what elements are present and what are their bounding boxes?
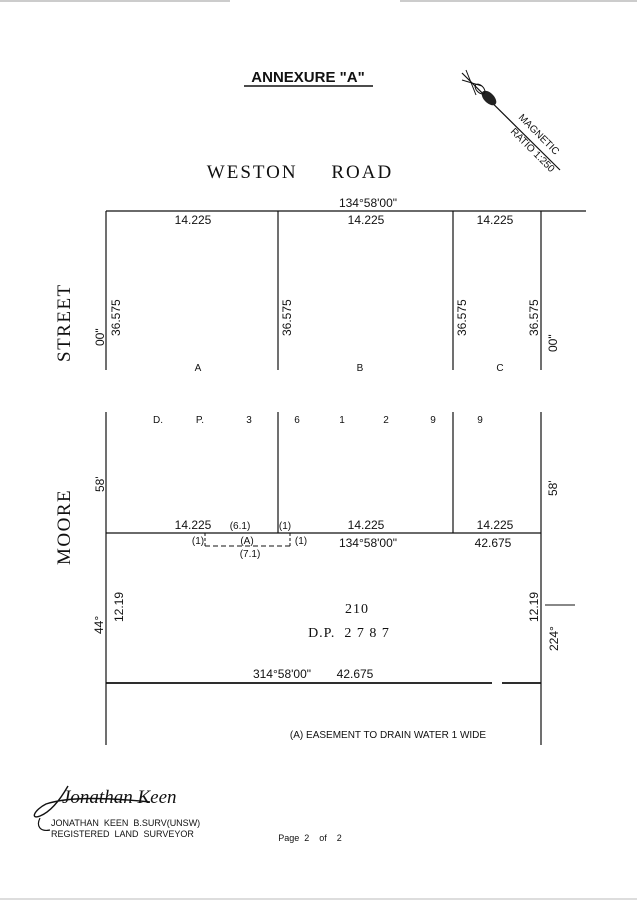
- road-label-weston: WESTON ROAD: [207, 162, 393, 183]
- bearing-left-upper: 00": [93, 328, 107, 346]
- rear-bearing: 314°58'00": [253, 667, 311, 681]
- lot-label-b: B: [357, 363, 364, 374]
- depth-label-3: 36.575: [455, 299, 469, 336]
- bottom-distance-b: 14.225: [348, 518, 385, 532]
- easement-one-top: (1): [279, 521, 291, 532]
- bearing-right-lower: 224°: [547, 626, 561, 651]
- bearing-right-mid: 58': [546, 480, 560, 496]
- dp-char: 1: [339, 415, 345, 426]
- front-distance: 42.675: [475, 536, 512, 550]
- dp-char: 2: [383, 415, 389, 426]
- easement-label: (A): [240, 536, 253, 547]
- north-arrow-icon: [461, 69, 561, 171]
- dp-char: P.: [196, 415, 204, 426]
- signature-script: Jonathan Keen: [62, 787, 177, 808]
- easement-width-top: (6.1): [230, 521, 251, 532]
- lot-210-dp: D.P. 2 7 8 7: [308, 626, 390, 641]
- top-distance-c: 14.225: [477, 213, 514, 227]
- easement-note: (A) EASEMENT TO DRAIN WATER 1 WIDE: [290, 730, 486, 741]
- middle-bearing: 134°58'00": [339, 536, 397, 550]
- dp-char: 9: [430, 415, 436, 426]
- easement-width-bottom: (7.1): [240, 549, 261, 560]
- dp-char: 9: [477, 415, 483, 426]
- bearing-right-upper: 00": [546, 334, 560, 352]
- depth-label-1: 36.575: [109, 299, 123, 336]
- lot-label-a: A: [195, 363, 202, 374]
- rear-distance: 42.675: [337, 667, 374, 681]
- depth-label-2: 36.575: [280, 299, 294, 336]
- depth-label-4: 36.575: [527, 299, 541, 336]
- bearing-left-lower: 44°: [92, 616, 106, 634]
- top-distance-a: 14.225: [175, 213, 212, 227]
- dp-char: D.: [153, 415, 163, 426]
- lot-label-c: C: [496, 363, 503, 374]
- easement-one-right: (1): [295, 536, 307, 547]
- lot-210-number: 210: [345, 602, 369, 617]
- page-number: Page 2 of 2: [278, 833, 342, 843]
- surveyor-name: JONATHAN KEEN B.SURV(UNSW): [51, 818, 200, 828]
- easement-one-left: (1): [192, 536, 204, 547]
- signature-image: [33, 785, 151, 831]
- bottom-distance-a: 14.225: [175, 518, 212, 532]
- top-distance-b: 14.225: [348, 213, 385, 227]
- street-label-moore: MOORE: [54, 489, 75, 565]
- surveyor-role: REGISTERED LAND SURVEYOR: [51, 829, 194, 839]
- side-distance-right: 12.19: [527, 592, 541, 622]
- dp-char: 6: [294, 415, 300, 426]
- dp-char: 3: [246, 415, 252, 426]
- side-distance-left: 12.19: [112, 592, 126, 622]
- top-bearing: 134°58'00": [339, 196, 397, 210]
- annexure-title: ANNEXURE "A": [251, 69, 364, 86]
- bottom-distance-c: 14.225: [477, 518, 514, 532]
- easement-area: [204, 533, 291, 547]
- bearing-left-mid: 58': [93, 476, 107, 492]
- street-label-street: STREET: [54, 283, 75, 362]
